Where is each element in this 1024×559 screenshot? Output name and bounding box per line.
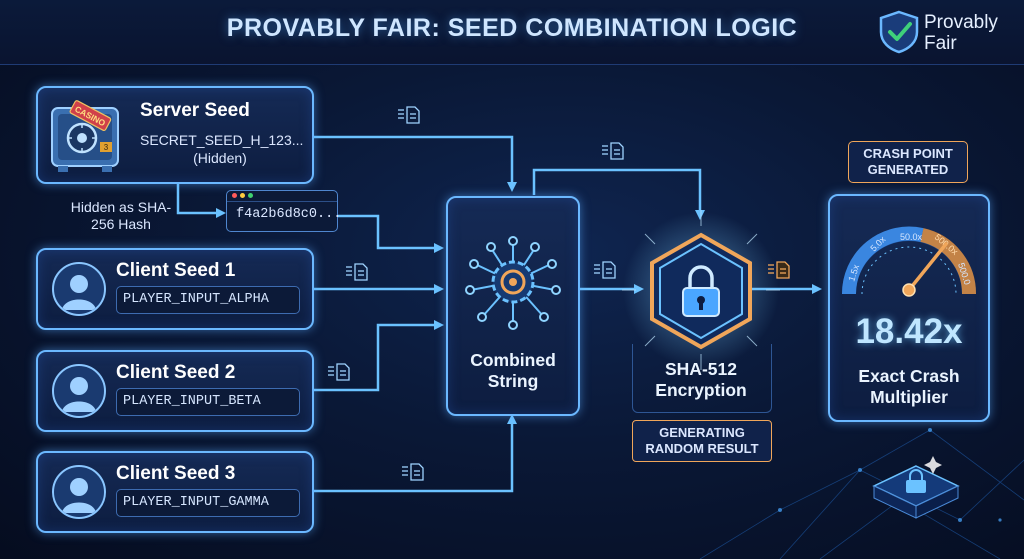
header-bar xyxy=(0,0,1024,65)
secure-chip-icon xyxy=(872,456,960,519)
speedometer-gauge-icon: 1.5x 5.0x 50.0x 500.0x 500.0 xyxy=(841,226,977,297)
client-seed-title: Client Seed 1 xyxy=(116,260,236,281)
client-seed-input: PLAYER_INPUT_ALPHA xyxy=(116,286,300,314)
page-title: PROVABLY FAIR: SEED COMBINATION LOGIC xyxy=(226,14,798,42)
crash-multiplier-value: 18.42x xyxy=(855,312,963,351)
lock-hexagon-icon xyxy=(650,232,752,350)
server-seed-hidden-note: (Hidden) xyxy=(193,150,247,166)
user-avatar-icon xyxy=(52,465,106,519)
client-seed-card-2: Client Seed 2 PLAYER_INPUT_BETA xyxy=(36,350,314,432)
server-seed-value: SECRET_SEED_H_123... xyxy=(140,132,304,148)
crash-multiplier-label: Exact Crash Multiplier xyxy=(858,366,960,407)
crash-multiplier-card: 1.5x 5.0x 50.0x 500.0x 500.0 18.42x Exac… xyxy=(828,194,990,422)
combined-string-card: Combined String xyxy=(446,196,580,416)
shield-check-icon xyxy=(879,10,919,54)
encryption-label: SHA-512 Encryption xyxy=(655,359,747,400)
hash-caption: Hidden as SHA-256 Hash xyxy=(70,199,172,232)
encryption-status-badge: GENERATING RANDOM RESULT xyxy=(632,420,772,462)
server-seed-title: Server Seed xyxy=(140,100,250,121)
brand-logo: Provably Fair xyxy=(878,10,1018,56)
user-avatar-icon xyxy=(52,364,106,418)
client-seed-title: Client Seed 3 xyxy=(116,463,236,484)
client-seed-input: PLAYER_INPUT_GAMMA xyxy=(116,489,300,517)
window-dot-yellow xyxy=(240,193,245,198)
user-avatar-icon xyxy=(52,262,106,316)
window-titlebar xyxy=(227,191,337,202)
hash-window: f4a2b6d8c0... xyxy=(226,190,342,232)
crash-point-badge: CRASH POINT GENERATED xyxy=(848,141,968,183)
brand-name: Provably Fair xyxy=(924,12,998,54)
client-seed-card-3: Client Seed 3 PLAYER_INPUT_GAMMA xyxy=(36,451,314,533)
gear-network-icon xyxy=(465,236,561,330)
document-icon-orange xyxy=(768,261,790,279)
client-seed-input: PLAYER_INPUT_BETA xyxy=(116,388,300,416)
document-icons xyxy=(328,106,624,481)
vault-icon: 3 CASINO xyxy=(51,100,119,172)
client-seed-card-1: Client Seed 1 PLAYER_INPUT_ALPHA xyxy=(36,248,314,330)
server-seed-card: 3 CASINO Server Seed SECRET_SEED_H_123..… xyxy=(36,86,314,184)
window-dot-red xyxy=(232,193,237,198)
gauge-tick-label: 50.0x xyxy=(900,232,923,242)
vault-digit: 3 xyxy=(104,143,109,152)
hash-value: f4a2b6d8c0... xyxy=(236,207,342,222)
combined-string-label: Combined String xyxy=(470,350,556,391)
window-dot-green xyxy=(248,193,253,198)
client-seed-title: Client Seed 2 xyxy=(116,362,236,383)
encryption-label-frame xyxy=(632,344,772,413)
